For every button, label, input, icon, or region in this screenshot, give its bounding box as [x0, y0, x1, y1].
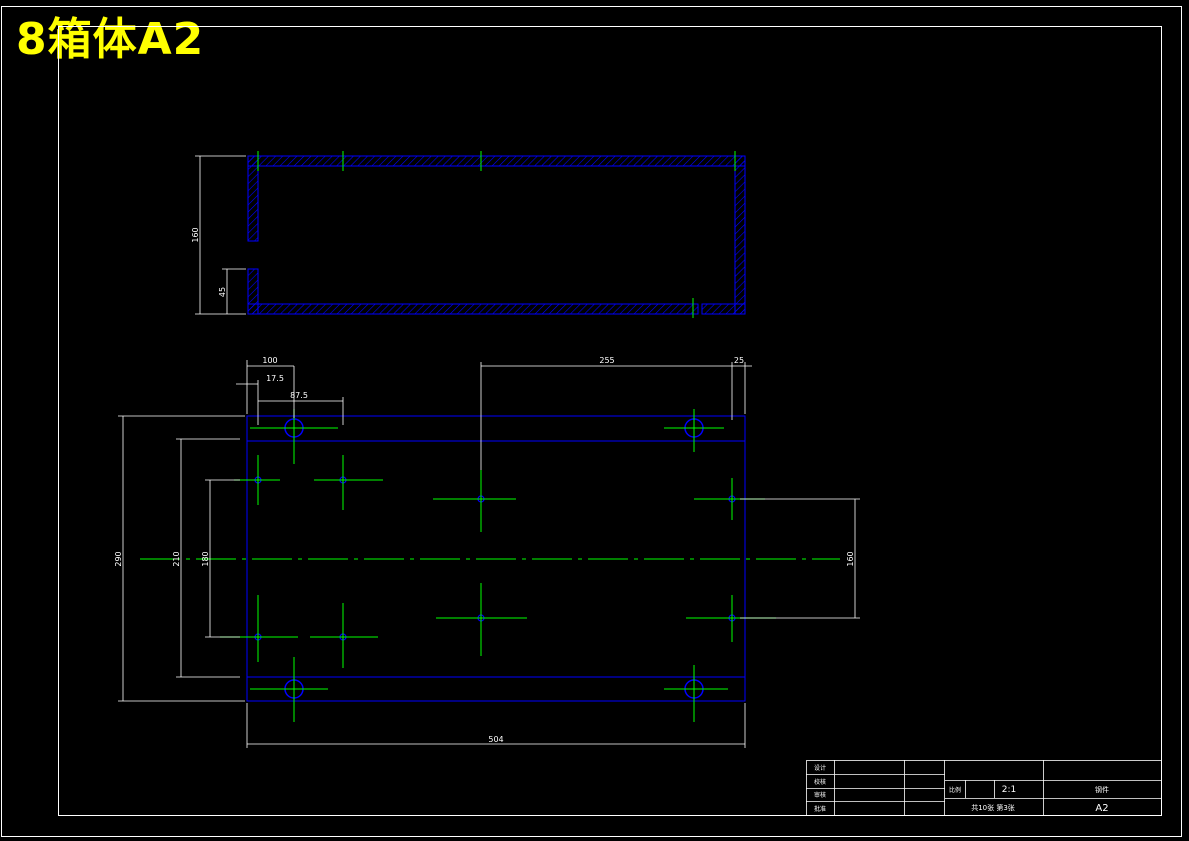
plate-outline [246, 415, 746, 702]
left-wall-upper [247, 155, 259, 242]
sheet-size: A2 [1095, 803, 1108, 814]
plan-view: 100 17.5 87.5 255 25 504 290 210 180 160 [114, 356, 860, 748]
dim-17-5: 17.5 [266, 374, 284, 383]
right-wall [734, 155, 746, 315]
dim-255: 255 [599, 356, 614, 365]
sheet-title: 8箱体A2 [16, 14, 205, 65]
small-hole [310, 603, 378, 668]
title-row-label: 校核 [814, 778, 826, 786]
dim-210: 210 [172, 551, 181, 566]
dim-87-5: 87.5 [290, 391, 308, 400]
title-row-label: 设计 [814, 764, 826, 772]
title-block: 设计 校核 审核 批准 比例 2:1 钢件 共10张 第3张 A2 [806, 760, 1162, 816]
large-hole [664, 409, 724, 452]
inner-frame [58, 26, 1162, 816]
bottom-wall [247, 303, 699, 315]
small-hole [220, 595, 298, 662]
small-hole [433, 470, 516, 532]
small-hole [436, 583, 527, 656]
dim-160: 160 [846, 551, 855, 566]
scale-label: 比例 [949, 786, 961, 794]
dim-25: 25 [734, 356, 744, 365]
title-row-label: 批准 [814, 805, 826, 813]
small-hole [686, 595, 776, 642]
material: 钢件 [1095, 785, 1109, 794]
dim-100: 100 [262, 356, 277, 365]
outer-frame [1, 6, 1182, 837]
small-hole [234, 455, 280, 505]
dim-290: 290 [114, 551, 123, 566]
sheet-info: 共10张 第3张 [971, 803, 1015, 812]
dim-slot-height: 45 [218, 287, 227, 297]
scale-value: 2:1 [1002, 785, 1016, 795]
large-hole [250, 409, 338, 464]
large-hole [664, 665, 728, 722]
dim-section-height: 160 [191, 227, 200, 242]
title-row-label: 审核 [814, 791, 826, 799]
large-hole [250, 657, 328, 722]
top-wall [247, 155, 746, 167]
dim-504: 504 [488, 735, 503, 744]
dim-180: 180 [201, 551, 210, 566]
section-view: 160 45 [191, 151, 746, 318]
left-wall-lower [247, 268, 259, 315]
small-hole [314, 455, 383, 510]
